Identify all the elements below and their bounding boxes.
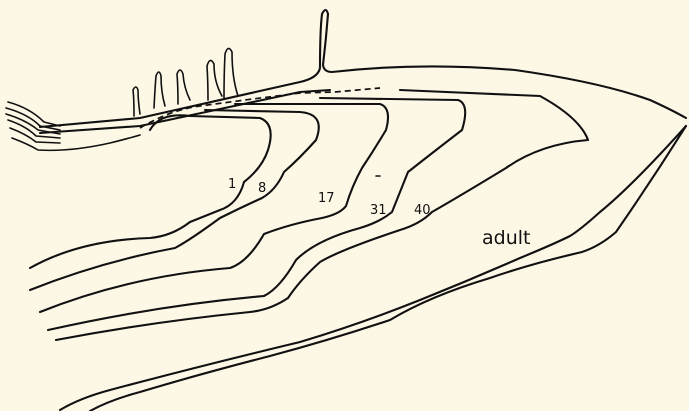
dashed-hinge-trace — [140, 88, 380, 128]
growth-line-stage-31 — [48, 98, 465, 330]
dorsal-hinge-outline — [40, 10, 686, 127]
hinge-teeth — [133, 48, 238, 116]
stage-label-31: 31 — [370, 203, 387, 218]
stage-label-17: 17 — [318, 191, 335, 206]
tooth-1 — [133, 87, 140, 116]
tooth-5 — [224, 48, 238, 98]
stage-label-1: 1 — [228, 177, 236, 192]
stage-label-8: 8 — [258, 181, 266, 196]
growth-line-stage-8 — [30, 110, 319, 290]
ligament-lamellae — [6, 102, 140, 150]
growth-line-stage-40 — [56, 90, 588, 340]
tooth-4 — [207, 60, 222, 100]
adult-outer-margin — [60, 126, 686, 410]
tooth-2 — [154, 72, 165, 108]
stage-label-40: 40 — [414, 203, 431, 218]
lamella-6 — [12, 135, 140, 150]
adult-inner-margin — [90, 126, 686, 411]
growth-line-stage-17 — [40, 104, 388, 312]
adult-label: adult — [482, 227, 530, 249]
tooth-3 — [177, 70, 190, 104]
